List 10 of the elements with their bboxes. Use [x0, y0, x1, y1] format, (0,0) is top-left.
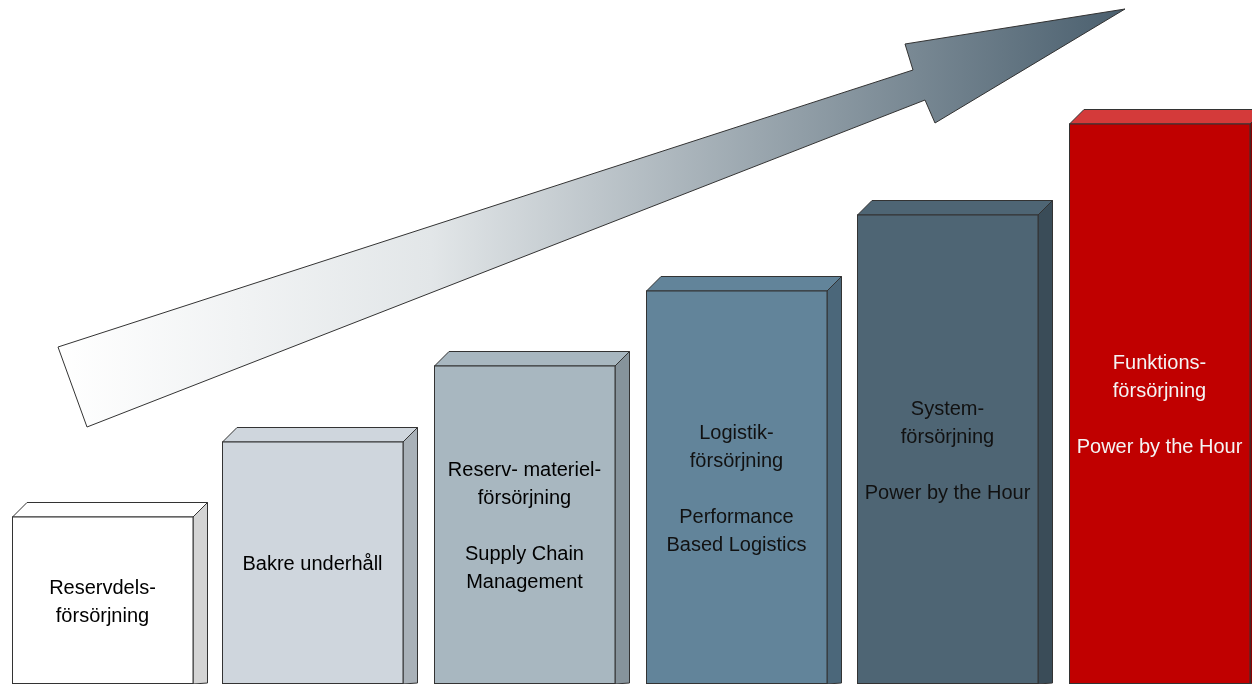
box-label: Supply Chain Management — [464, 541, 585, 594]
box-label: System- försörjning — [899, 395, 996, 449]
box-label: Reservdels- försörjning — [48, 574, 157, 628]
box-label: Performance Based Logistics — [665, 503, 808, 557]
box-label: Power by the Hour — [864, 479, 1031, 505]
box-label: Funktions- försörjning — [1111, 350, 1208, 403]
box-label: Power by the Hour — [1076, 434, 1243, 459]
box-label: Reserv- materiel- försörjning — [446, 457, 603, 510]
box-label: Bakre underhåll — [242, 551, 383, 576]
box-label: Logistik- försörjning — [688, 419, 785, 473]
